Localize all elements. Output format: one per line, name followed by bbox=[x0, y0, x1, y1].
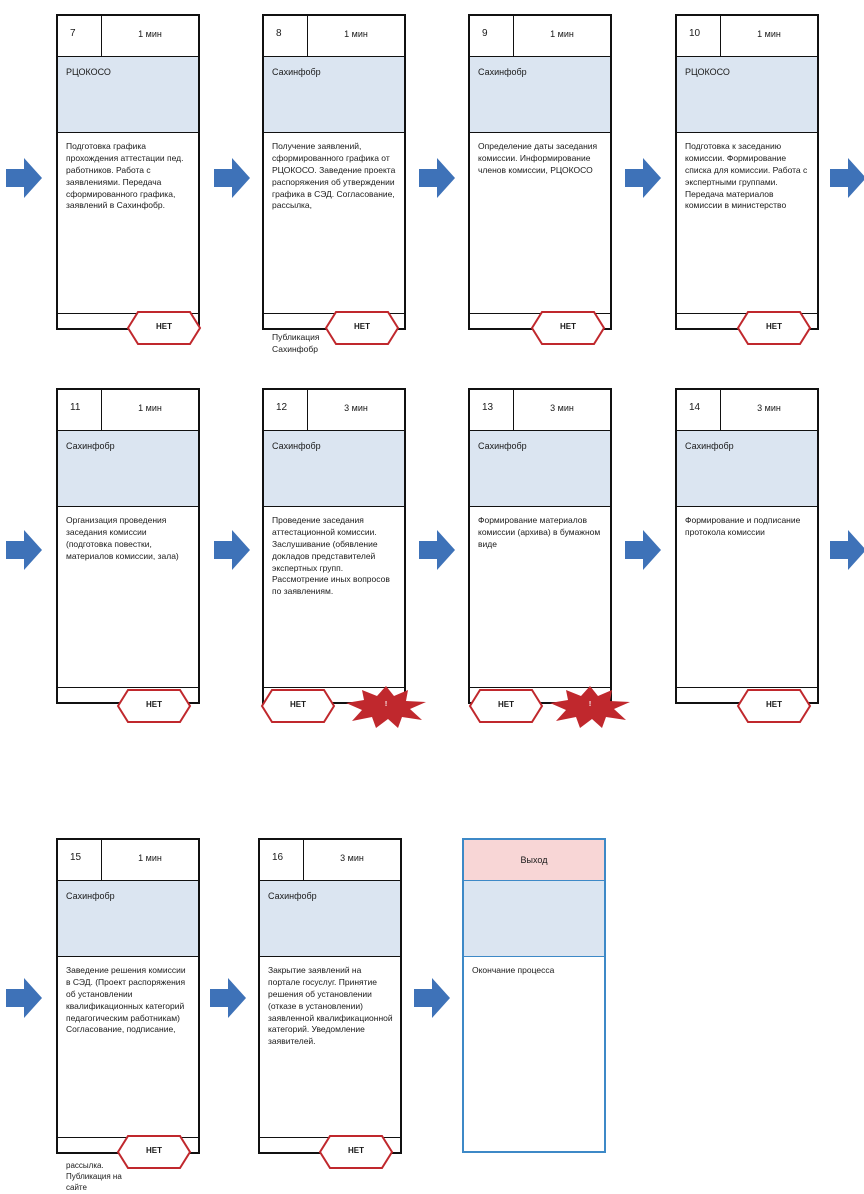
step-duration: 1 мин bbox=[550, 29, 574, 39]
status-hexagon: НЕТ bbox=[116, 688, 192, 724]
status-label: НЕТ bbox=[354, 322, 370, 331]
flow-arrow-icon bbox=[419, 158, 455, 198]
process-card-7: 7 1 мин РЦОКОСО Подготовка графика прохож… bbox=[56, 14, 200, 330]
flow-arrow-icon bbox=[414, 978, 450, 1018]
step-duration: 1 мин bbox=[757, 29, 781, 39]
step-duration: 3 мин bbox=[550, 403, 574, 413]
warning-burst-icon: ! bbox=[344, 686, 428, 728]
step-description: Формирование и подписание протокола коми… bbox=[685, 515, 801, 537]
step-description: Формирование материалов комиссии (архива… bbox=[478, 515, 601, 549]
step-description: Получение заявлений, сформированного гра… bbox=[272, 141, 396, 211]
step-description: Заведение решения комиссии в СЭД. (Проек… bbox=[66, 965, 186, 1035]
status-hexagon: НЕТ bbox=[318, 1134, 394, 1170]
step-role: РЦОКОСО bbox=[677, 57, 817, 133]
step-number: 7 bbox=[58, 16, 102, 56]
step-role: Сахинфобр bbox=[58, 431, 198, 507]
flow-arrow-icon bbox=[625, 530, 661, 570]
step-duration: 3 мин bbox=[340, 853, 364, 863]
process-card-14: 14 3 мин Сахинфобр Формирование и подписа… bbox=[675, 388, 819, 704]
step-duration: 1 мин bbox=[344, 29, 368, 39]
flow-arrow-icon bbox=[6, 978, 42, 1018]
step-number: 15 bbox=[58, 840, 102, 880]
process-card-8: 8 1 мин Сахинфобр Получение заявлений, сф… bbox=[262, 14, 406, 330]
overflow-text: Публикация Сахинфобр bbox=[272, 332, 320, 354]
status-label: НЕТ bbox=[146, 1146, 162, 1155]
warning-burst-icon: ! bbox=[548, 686, 632, 728]
step-number: 10 bbox=[677, 16, 721, 56]
step-duration: 1 мин bbox=[138, 853, 162, 863]
status-label: НЕТ bbox=[766, 322, 782, 331]
step-number: 14 bbox=[677, 390, 721, 430]
warning-label: ! bbox=[384, 701, 388, 708]
step-role: Сахинфобр bbox=[677, 431, 817, 507]
step-duration: 3 мин bbox=[757, 403, 781, 413]
status-hexagon: НЕТ bbox=[736, 310, 812, 346]
status-label: НЕТ bbox=[156, 322, 172, 331]
process-card-11: 11 1 мин Сахинфобр Организация проведения… bbox=[56, 388, 200, 704]
status-hexagon: НЕТ bbox=[260, 688, 336, 724]
step-number: 16 bbox=[260, 840, 304, 880]
flow-arrow-icon bbox=[214, 530, 250, 570]
step-number: 11 bbox=[58, 390, 102, 430]
flow-arrow-icon bbox=[625, 158, 661, 198]
status-hexagon: НЕТ bbox=[126, 310, 202, 346]
step-number: 13 bbox=[470, 390, 514, 430]
step-description: Организация проведения заседания комисси… bbox=[66, 515, 179, 561]
flow-arrow-icon bbox=[419, 530, 455, 570]
step-role: Сахинфобр bbox=[264, 431, 404, 507]
exit-description: Окончание процесса bbox=[472, 965, 555, 975]
flow-arrow-icon bbox=[214, 158, 250, 198]
status-label: НЕТ bbox=[560, 322, 576, 331]
step-duration: 1 мин bbox=[138, 29, 162, 39]
process-card-12: 12 3 мин Сахинфобр Проведение заседания а… bbox=[262, 388, 406, 704]
flow-arrow-icon bbox=[6, 530, 42, 570]
status-hexagon: НЕТ bbox=[736, 688, 812, 724]
step-description: Подготовка графика прохождения аттестаци… bbox=[66, 141, 184, 211]
process-card-13: 13 3 мин Сахинфобр Формирование материало… bbox=[468, 388, 612, 704]
status-hexagon: НЕТ bbox=[324, 310, 400, 346]
step-role: Сахинфобр bbox=[58, 881, 198, 957]
step-description: Проведение заседания аттестационной коми… bbox=[272, 515, 390, 597]
process-card-10: 10 1 мин РЦОКОСО Подготовка к заседанию к… bbox=[675, 14, 819, 330]
status-hexagon: НЕТ bbox=[116, 1134, 192, 1170]
process-card-15: 15 1 мин Сахинфобр Заведение решения коми… bbox=[56, 838, 200, 1154]
step-role: Сахинфобр bbox=[264, 57, 404, 133]
step-description: Определение даты заседания комиссии. Инф… bbox=[478, 141, 598, 175]
status-label: НЕТ bbox=[498, 700, 514, 709]
step-description: Закрытие заявлений на портале госуслуг. … bbox=[268, 965, 393, 1047]
step-number: 9 bbox=[470, 16, 514, 56]
process-card-16: 16 3 мин Сахинфобр Закрытие заявлений на … bbox=[258, 838, 402, 1154]
step-number: 12 bbox=[264, 390, 308, 430]
step-role: РЦОКОСО bbox=[58, 57, 198, 133]
flow-arrow-icon bbox=[830, 158, 864, 198]
status-hexagon: НЕТ bbox=[468, 688, 544, 724]
status-hexagon: НЕТ bbox=[530, 310, 606, 346]
status-label: НЕТ bbox=[146, 700, 162, 709]
status-label: НЕТ bbox=[766, 700, 782, 709]
step-role: Сахинфобр bbox=[470, 57, 610, 133]
step-role: Сахинфобр bbox=[470, 431, 610, 507]
flow-arrow-icon bbox=[6, 158, 42, 198]
flow-arrow-icon bbox=[210, 978, 246, 1018]
step-duration: 3 мин bbox=[344, 403, 368, 413]
step-duration: 1 мин bbox=[138, 403, 162, 413]
exit-title: Выход bbox=[464, 840, 604, 881]
flow-arrow-icon bbox=[830, 530, 864, 570]
step-description: Подготовка к заседанию комиссии. Формиро… bbox=[685, 141, 808, 211]
process-card-9: 9 1 мин Сахинфобр Определение даты заседа… bbox=[468, 14, 612, 330]
step-number: 8 bbox=[264, 16, 308, 56]
status-label: НЕТ bbox=[290, 700, 306, 709]
status-label: НЕТ bbox=[348, 1146, 364, 1155]
step-role: Сахинфобр bbox=[260, 881, 400, 957]
overflow-text: рассылка. Публикация на сайте bbox=[66, 1161, 122, 1193]
warning-label: ! bbox=[588, 701, 592, 708]
exit-card: Выход Окончание процесса bbox=[462, 838, 606, 1153]
